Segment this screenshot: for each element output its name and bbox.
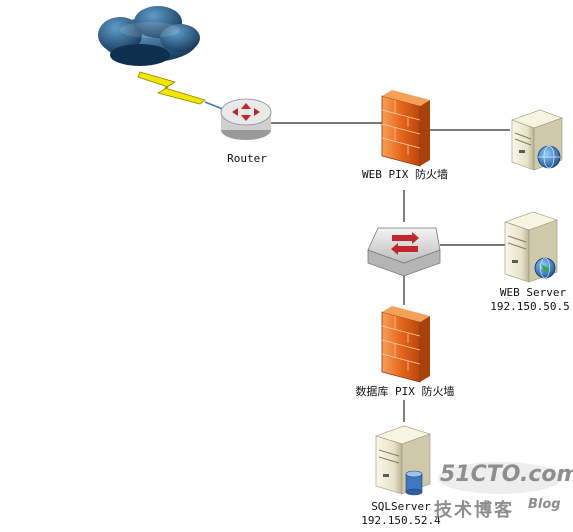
globe-icon [537,145,561,169]
watermark-brand: 51CTO.com [440,462,573,487]
router-icon [220,98,272,140]
sql-server-ip: 192.150.52.4 [361,514,441,527]
db-firewall-label: 数据库 PIX 防火墙 [355,385,455,398]
connections [270,122,510,422]
watermark-logo [438,462,562,494]
firewall-icon [381,306,430,383]
lightning-icon [137,71,226,111]
web-server-ip: 192.150.50.5 [490,300,570,313]
firewall-icon [381,90,430,167]
sql-server-label: SQLServer [371,500,431,513]
cloud-icon [98,6,200,66]
watermark-tag: Blog [528,497,561,512]
database-icon [405,470,423,496]
watermark-subtitle: 技术博客 [434,500,514,521]
switch-icon [367,227,441,277]
globe-icon [534,257,556,279]
web-firewall-label: WEB PIX 防火墙 [362,168,448,181]
router-label: Router [227,152,267,165]
web-server-label: WEB Server [499,286,567,299]
